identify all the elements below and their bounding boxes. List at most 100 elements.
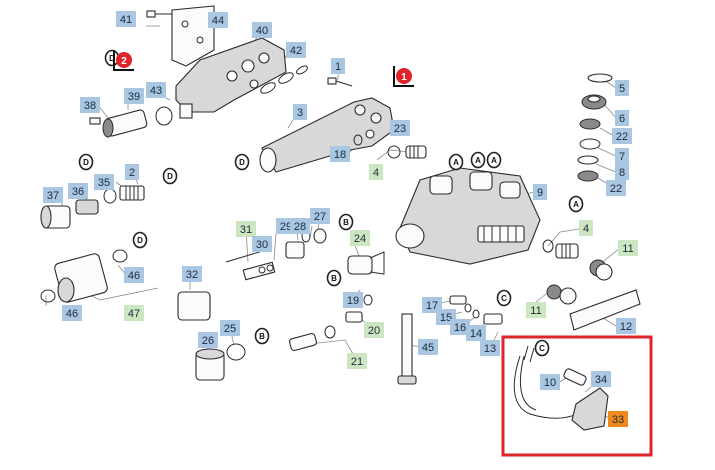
callout-number: 11 — [530, 305, 541, 317]
callout-45: 45 — [418, 339, 438, 355]
callout-number: 41 — [120, 14, 132, 26]
connector-d: D — [234, 153, 250, 171]
callout-box — [618, 240, 638, 256]
callout-13: 13 — [480, 340, 500, 356]
callout-box — [80, 97, 100, 113]
sensor-cable-shape — [513, 345, 609, 431]
callout-box — [293, 104, 307, 120]
callout-22: 22 — [606, 180, 626, 196]
callout-box — [526, 302, 546, 318]
callout-number: 15 — [440, 312, 452, 324]
connector-letter: B — [259, 332, 265, 341]
callout-5: 5 — [615, 80, 629, 96]
connector-d: D — [78, 153, 94, 171]
marker-disc — [116, 52, 132, 68]
callout-number: 37 — [47, 190, 59, 202]
callout-number: 28 — [294, 221, 306, 233]
connector-letter: B — [331, 274, 337, 283]
connector-ring — [534, 339, 550, 357]
callout-number: 30 — [256, 239, 268, 251]
callout-box — [343, 292, 363, 308]
nut-47-shape — [54, 253, 108, 303]
callout-box — [612, 128, 632, 144]
callout-box — [615, 164, 629, 180]
connector-d: D — [132, 231, 148, 249]
callout-number: 38 — [84, 100, 96, 112]
connector-letter: A — [453, 158, 459, 167]
callout-37: 37 — [43, 187, 63, 203]
callout-number: 43 — [150, 85, 162, 97]
plate-12-shape — [569, 289, 641, 331]
washers-46-shape — [40, 249, 128, 303]
marker-disc — [396, 68, 412, 84]
o-ring-43-shape — [155, 106, 173, 126]
callout-box — [347, 353, 367, 369]
connector-letter: D — [167, 172, 173, 181]
callout-number: 33 — [612, 414, 624, 426]
callout-box — [330, 146, 350, 162]
callout-box — [450, 319, 470, 335]
bolt-45-shape — [397, 313, 417, 385]
view-marker-1: 1 — [393, 66, 414, 87]
callout-box — [579, 220, 593, 236]
callout-box — [43, 187, 63, 203]
callout-box — [390, 120, 410, 136]
callout-number: 18 — [334, 149, 346, 161]
callout-38: 38 — [80, 97, 100, 113]
callout-46: 46 — [62, 305, 82, 321]
screw-41-shape — [146, 10, 172, 18]
callout-box — [182, 266, 202, 282]
callout-42: 42 — [286, 42, 306, 58]
marker-corner — [113, 50, 134, 71]
callout-number: 20 — [368, 325, 380, 337]
connector-letter: D — [239, 158, 245, 167]
connector-b: B — [338, 213, 354, 231]
valve-4-shape — [405, 145, 427, 159]
connector-letter: C — [539, 344, 545, 353]
callout-number: 29 — [280, 221, 292, 233]
callout-10: 10 — [540, 374, 560, 390]
connector-d: D — [162, 167, 178, 185]
connector-a: A — [568, 195, 584, 213]
callout-36: 36 — [68, 183, 88, 199]
cap-32-shape — [177, 291, 211, 321]
callout-40: 40 — [252, 22, 272, 38]
callout-32: 32 — [182, 266, 202, 282]
callout-21: 21 — [347, 353, 367, 369]
connector-letter: D — [137, 236, 143, 245]
callout-number: 40 — [256, 25, 268, 37]
connector-letter: D — [109, 54, 115, 63]
connector-letter: D — [83, 158, 89, 167]
callout-box — [480, 340, 500, 356]
callout-box — [466, 325, 486, 341]
connector-b: B — [326, 269, 342, 287]
callout-box — [198, 332, 218, 348]
pump-body-9-shape — [395, 167, 541, 265]
callout-34: 34 — [591, 371, 611, 387]
callout-27: 27 — [310, 208, 330, 224]
connector-ring — [448, 153, 464, 171]
callout-box — [369, 164, 383, 180]
plug-11b-shape — [546, 284, 577, 305]
callout-number: 6 — [619, 113, 625, 125]
callout-box — [124, 305, 144, 321]
connector-letter: B — [343, 218, 349, 227]
connector-letter: A — [573, 200, 579, 209]
marker-corner — [393, 66, 414, 87]
callout-number: 19 — [347, 295, 359, 307]
callout-number: 22 — [610, 183, 622, 195]
callout-44: 44 — [208, 12, 228, 28]
callout-30: 30 — [252, 236, 272, 252]
plug-26-shape — [195, 348, 225, 381]
callout-number: 11 — [622, 243, 633, 255]
callout-number: 4 — [583, 223, 589, 235]
callout-4: 4 — [369, 164, 383, 180]
callout-number: 22 — [616, 131, 628, 143]
callout-box — [252, 22, 272, 38]
callout-number: 5 — [619, 83, 625, 95]
callout-box — [62, 305, 82, 321]
callout-box — [146, 82, 166, 98]
callout-box — [616, 318, 636, 334]
callout-number: 34 — [595, 374, 607, 386]
